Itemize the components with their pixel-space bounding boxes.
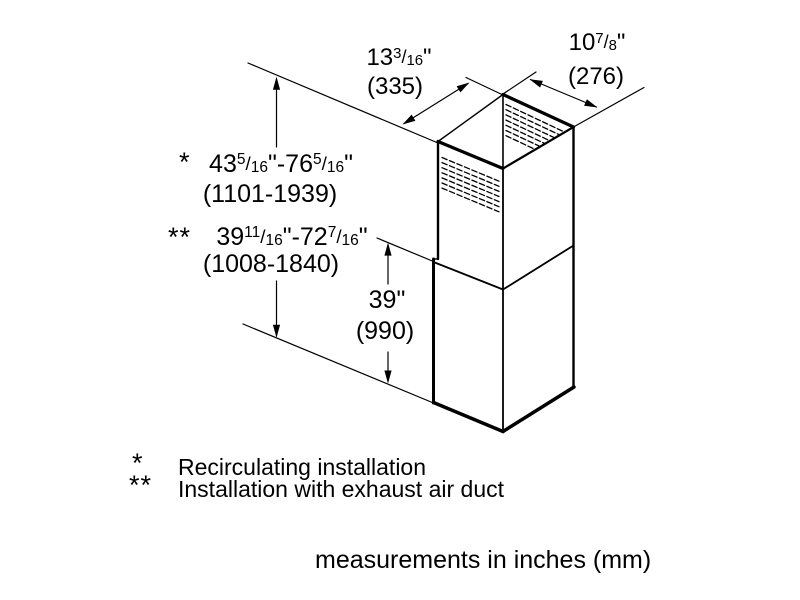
chimney-outline [431,92,576,434]
edge-bottom-right [501,385,576,434]
edge-rim-back-right [501,92,576,129]
label-lower-section-inches: 39" [368,286,406,314]
vent-slots-left [441,156,500,213]
label-recirc-symbol: * [179,147,191,177]
label-top-width-inches: 133/16" [366,44,432,71]
label-side-width-mm: (276) [567,63,625,90]
label-recirc-range-mm: (1101-1939) [202,180,338,208]
units-note: measurements in inches (mm) [315,546,652,574]
arrowhead [456,82,470,93]
legend-symbol-recirc: * [132,448,144,478]
arrowhead [402,114,416,125]
seam-left-face [432,261,504,291]
label-duct-symbol: ** [168,222,192,252]
arrowhead [272,324,281,338]
arrowhead [272,76,281,90]
label-side-width-inches: 107/8" [568,29,626,56]
arrowhead [384,242,392,256]
dimension-width-left [402,82,470,125]
legend-text-recirc: Recirculating installation [178,454,427,480]
dimension-total-height [272,76,281,338]
extension-line-top-left [247,62,439,144]
extension-lines [242,62,645,404]
extension-line-top-back-left [465,76,504,96]
arrowhead [384,370,392,384]
label-top-width-mm: (335) [366,73,424,100]
label-duct-range-inches: 3911/16"-727/16" [216,223,368,251]
vent-slots-right [505,103,566,151]
label-duct-range-mm: (1008-1840) [202,250,340,278]
extension-line-seam [376,237,435,263]
edge-rim-front-left [436,139,505,171]
edge-bottom-left [431,400,505,434]
dimension-lower-section [384,242,392,384]
arrowhead [584,99,598,108]
arrowhead [529,79,543,88]
label-recirc-range-inches: 435/16"-765/16" [209,150,353,178]
legend-symbol-duct: ** [129,470,153,500]
extension-line-top-back-right [502,71,537,95]
seam-right-face [502,244,575,291]
edge-rim-back-left [437,93,504,143]
legend-text-duct: Installation with exhaust air duct [178,476,505,502]
label-lower-section-mm: (990) [355,317,415,345]
edge-rim-front-right [501,125,575,170]
dimension-width-right [529,78,598,108]
extension-line-bottom [242,323,435,404]
extension-line-top-right [572,86,645,128]
dimension-line [403,82,469,125]
